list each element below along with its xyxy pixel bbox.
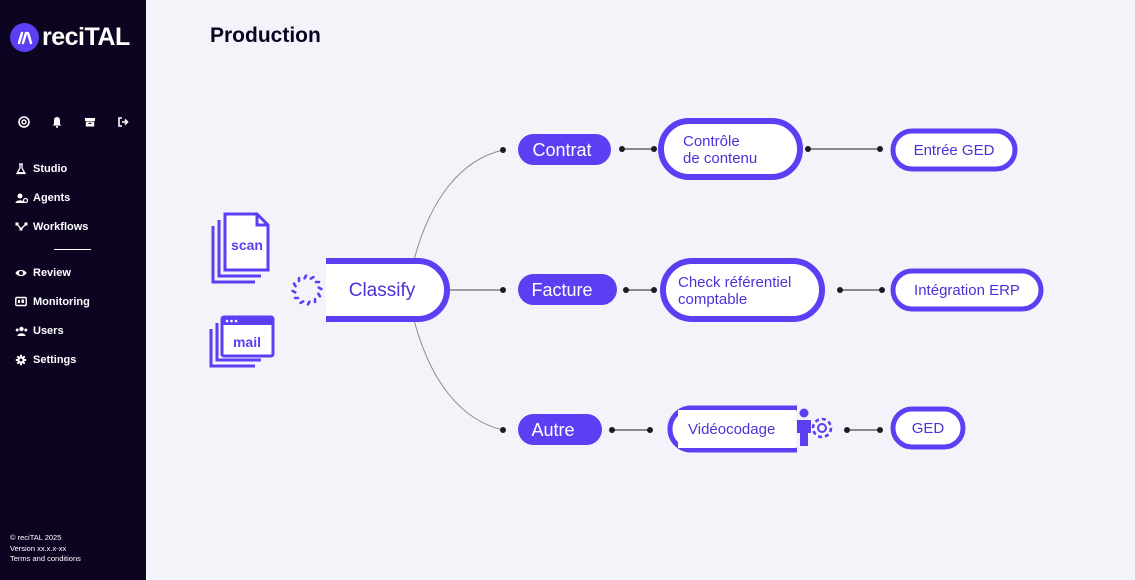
connector-dot [500, 287, 506, 293]
sidebar-item-workflows[interactable]: Workflows [14, 212, 88, 241]
category-pill[interactable] [518, 414, 602, 445]
inbox-icon[interactable] [83, 115, 96, 128]
version-text: Version xx.x.x-xx [10, 543, 67, 553]
sidebar-item-label: Studio [33, 162, 68, 175]
spinner-icon [291, 274, 323, 306]
sidebar-footer: © reciTAL 2025 Version xx.x.x-xx Terms a… [10, 533, 81, 565]
sidebar-item-settings[interactable]: Settings [14, 345, 90, 374]
output-label: GED [912, 420, 945, 437]
output-label: Entrée GED [914, 142, 995, 159]
scan-input[interactable]: scan [211, 212, 270, 284]
output-node[interactable] [890, 268, 1044, 312]
classify-node[interactable]: Classify [291, 258, 450, 322]
sidebar-item-users[interactable]: Users [14, 316, 90, 345]
users-icon [14, 324, 28, 338]
agents-icon [14, 191, 28, 205]
logo-mark-icon [10, 23, 39, 52]
human-gear-icon [797, 408, 833, 446]
brand-name: reciTAL [42, 23, 130, 51]
sidebar-item-label: Review [33, 266, 71, 279]
connector-dot [500, 427, 506, 433]
sidebar-top-icons [17, 115, 129, 128]
branch-contrat: Contrat Contrôle de contenu Entrée GED [518, 118, 1018, 180]
sidebar-item-studio[interactable]: Studio [14, 154, 88, 183]
sidebar-item-label: Workflows [33, 220, 89, 233]
step-label: Contrôle de contenu [683, 133, 757, 167]
eye-icon [14, 266, 28, 280]
sidebar-item-agents[interactable]: Agents [14, 183, 88, 212]
connector-curve-contrat [413, 149, 504, 261]
connector-dot [500, 147, 506, 153]
page-title: Production [210, 24, 321, 47]
terms-link[interactable]: Terms and conditions [10, 554, 81, 563]
category-pill[interactable] [518, 274, 617, 305]
category-pill[interactable] [518, 134, 611, 165]
sidebar: reciTAL Studio Agents [0, 0, 146, 580]
output-label: Intégration ERP [914, 282, 1020, 299]
sidebar-nav-secondary: Review Monitoring Users Settings [14, 258, 90, 374]
monitor-icon [14, 295, 28, 309]
brand-logo[interactable]: reciTAL [10, 23, 130, 52]
sidebar-item-monitoring[interactable]: Monitoring [14, 287, 90, 316]
workflow-icon [14, 220, 28, 234]
category-label: Contrat [532, 140, 591, 160]
step-label: Vidéocodage [688, 421, 775, 438]
document-icon [223, 212, 270, 272]
category-label: Autre [531, 420, 574, 440]
output-node[interactable] [890, 406, 966, 450]
sidebar-item-label: Monitoring [33, 295, 90, 308]
sidebar-item-label: Agents [33, 191, 71, 204]
help-icon[interactable] [17, 115, 30, 128]
sidebar-item-label: Users [33, 324, 64, 337]
sidebar-item-review[interactable]: Review [14, 258, 90, 287]
classify-label: Classify [349, 280, 416, 301]
mail-label: mail [233, 334, 261, 350]
copyright-text: © reciTAL 2025 [10, 533, 62, 542]
branch-autre: Autre Vidéocodage GED [518, 405, 966, 453]
branch-facture: Facture Check référentiel comptable Inté… [518, 258, 1044, 322]
category-label: Facture [531, 280, 592, 300]
step-label: Check référentiel comptable [678, 274, 796, 308]
sidebar-nav-primary: Studio Agents Workflows [14, 154, 88, 241]
step-node[interactable] [660, 258, 825, 322]
bell-icon[interactable] [50, 115, 63, 128]
step-node[interactable] [658, 118, 803, 180]
scan-label: scan [231, 237, 263, 253]
output-node[interactable] [890, 128, 1018, 172]
flask-icon [14, 162, 28, 176]
mail-input[interactable]: mail [209, 315, 275, 368]
logout-icon[interactable] [116, 115, 129, 128]
connector-curve-autre [413, 319, 504, 431]
gear-icon [14, 353, 28, 367]
sidebar-divider [54, 249, 91, 250]
sidebar-item-label: Settings [33, 353, 77, 366]
